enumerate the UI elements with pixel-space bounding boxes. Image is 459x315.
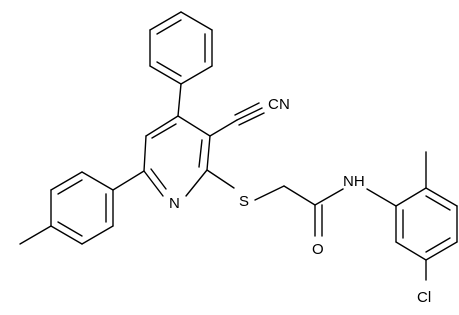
atom-labels: C N N S O NH Cl: [169, 95, 431, 306]
bond-lines: [19, 11, 458, 281]
nitrile-nitrogen-label: N: [279, 96, 290, 113]
chloro-label: Cl: [417, 289, 431, 306]
nitrile-carbon-label: C: [268, 96, 279, 113]
sulfur-label: S: [239, 193, 249, 210]
amide-nh-label: NH: [343, 173, 365, 190]
ring-nitrogen-label: N: [169, 195, 180, 212]
carbonyl-oxygen-label: O: [312, 241, 324, 258]
